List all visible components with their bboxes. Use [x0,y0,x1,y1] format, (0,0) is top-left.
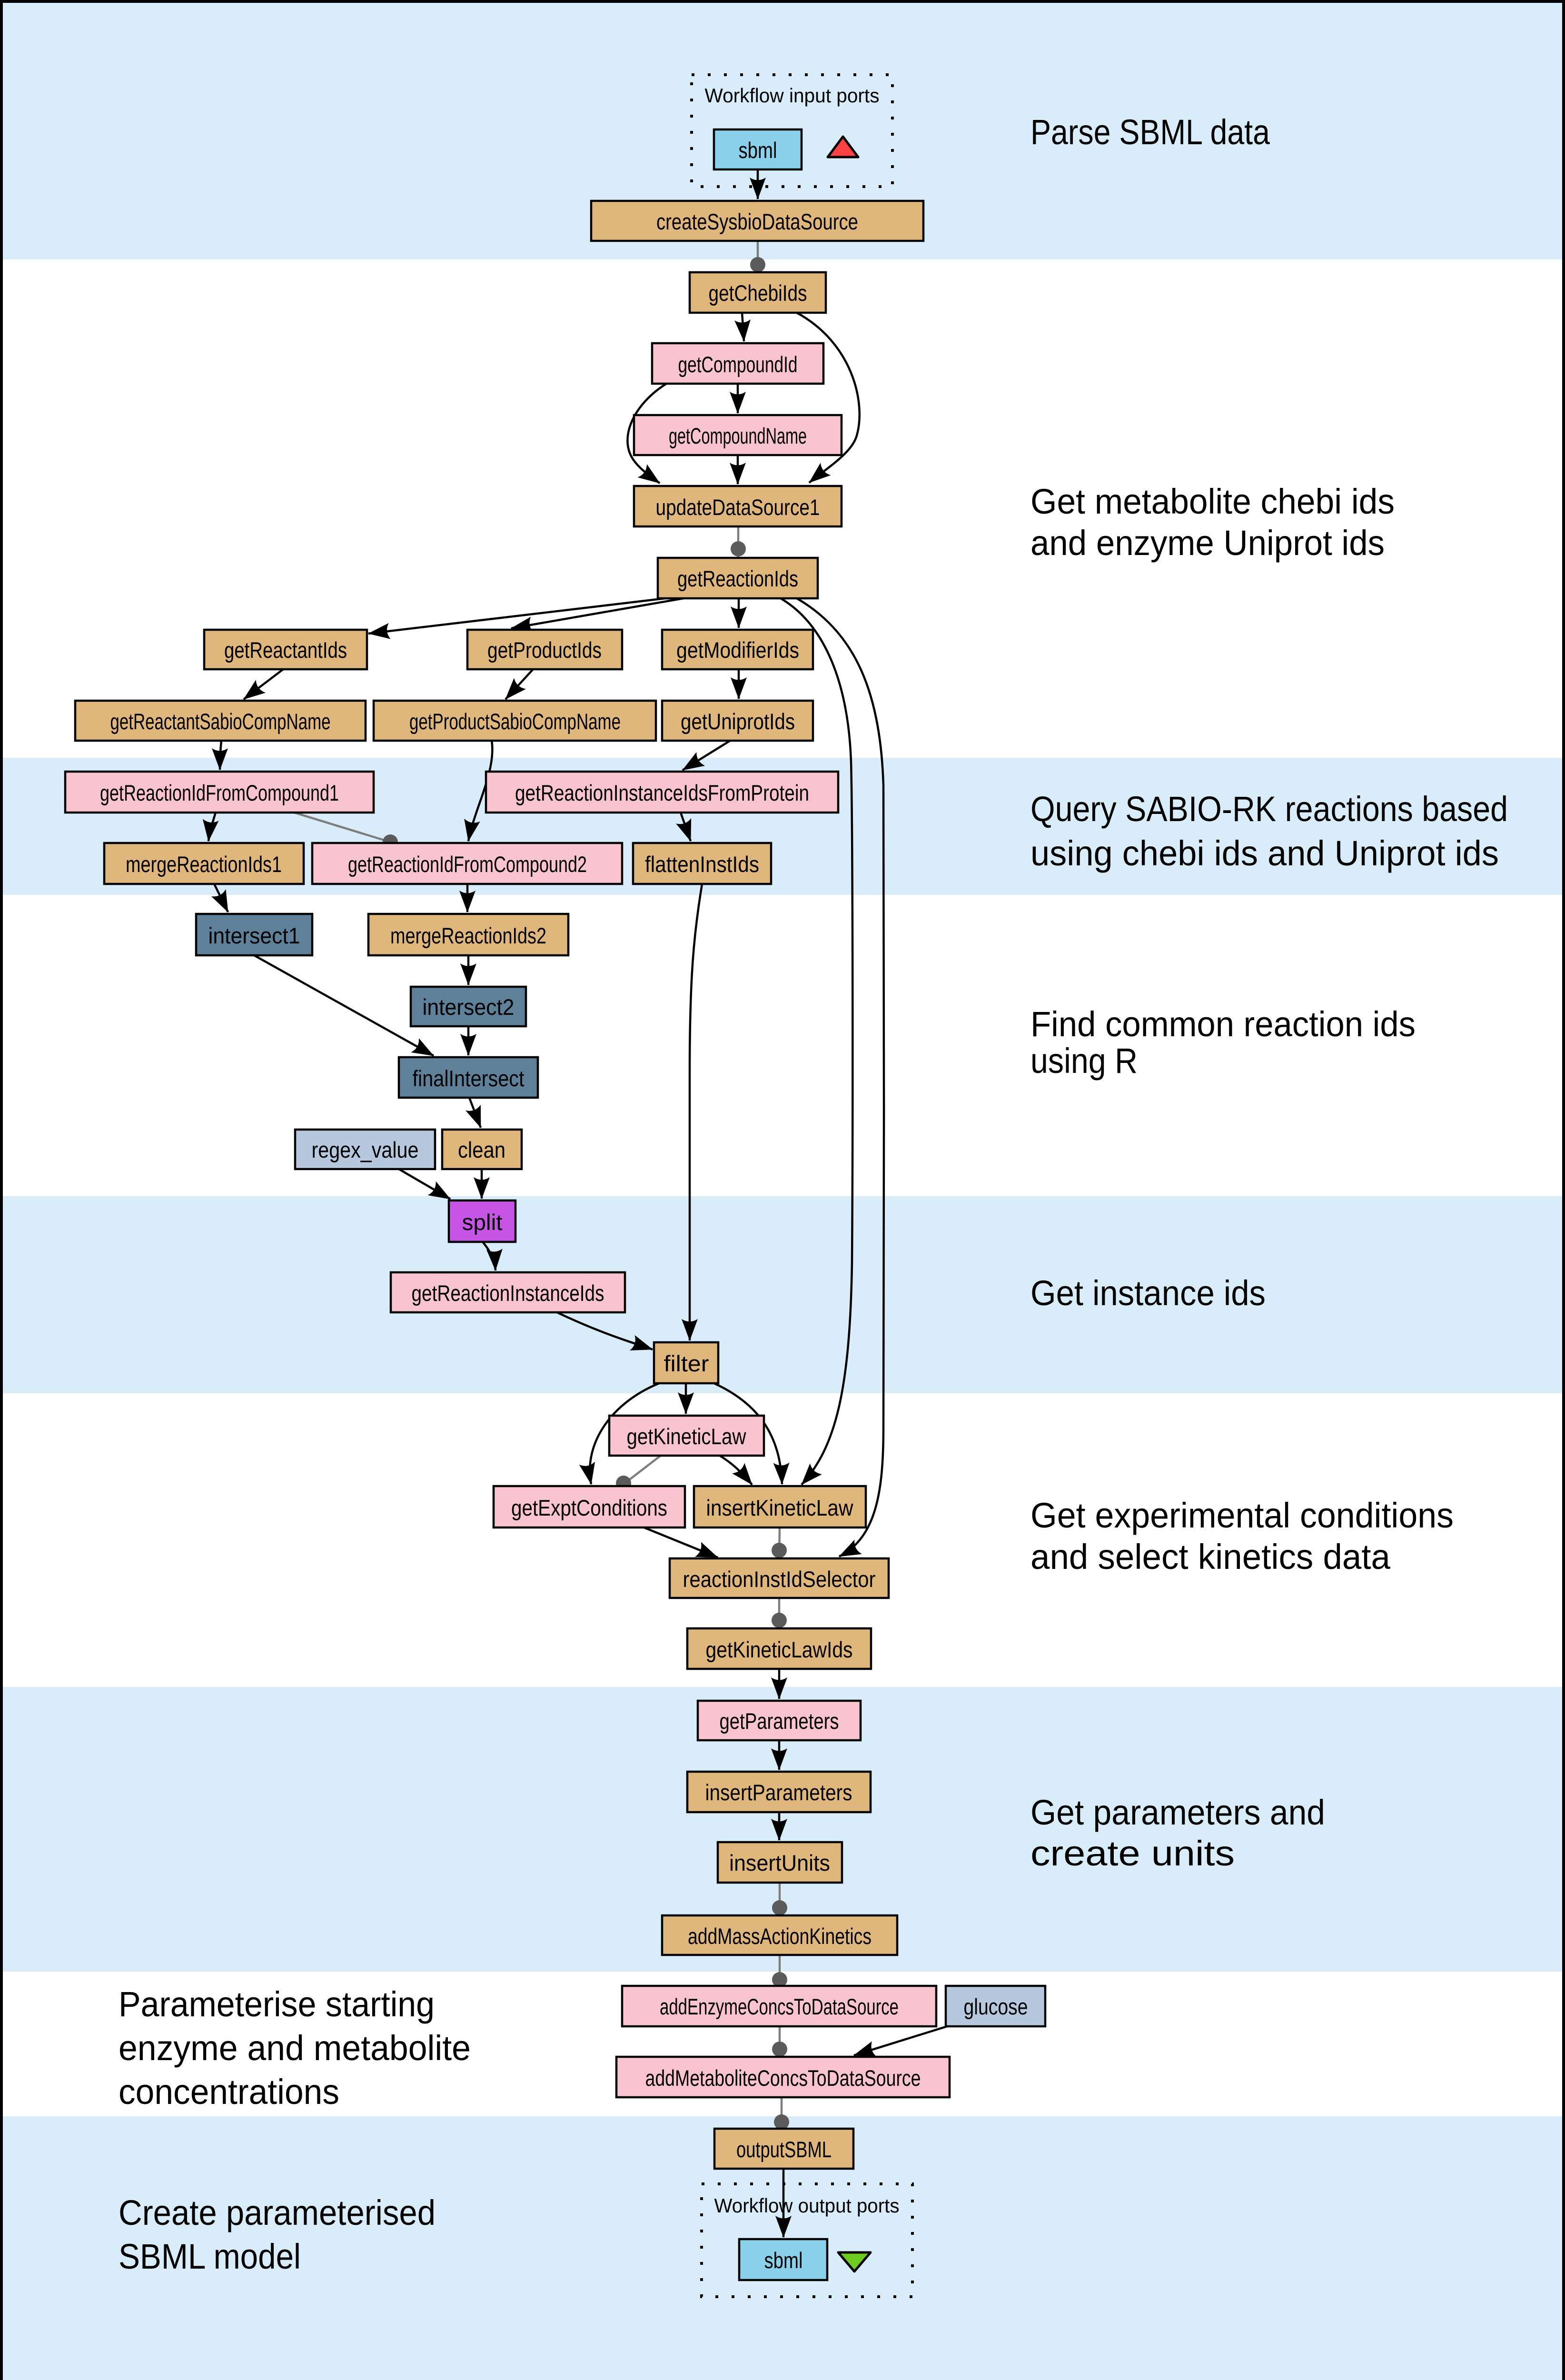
svg-text:mergeReactionIds2: mergeReactionIds2 [390,923,546,948]
svg-text:getReactionIdFromCompound2: getReactionIdFromCompound2 [348,852,587,877]
svg-text:and select kinetics data: and select kinetics data [1030,1537,1391,1577]
svg-text:Find common reaction ids: Find common reaction ids [1030,1004,1416,1044]
svg-text:split: split [462,1210,503,1235]
svg-text:Get parameters and: Get parameters and [1030,1793,1325,1832]
svg-text:filter: filter [664,1351,709,1376]
svg-text:getKineticLawIds: getKineticLawIds [706,1637,853,1662]
svg-text:using R: using R [1030,1041,1138,1081]
svg-text:sbml: sbml [739,138,777,163]
svg-text:Get experimental conditions: Get experimental conditions [1030,1496,1454,1535]
svg-text:Parameterise starting: Parameterise starting [119,1984,435,2024]
svg-text:outputSBML: outputSBML [736,2137,832,2162]
svg-text:intersect1: intersect1 [208,923,300,948]
svg-text:getExptConditions: getExptConditions [511,1495,667,1520]
svg-text:getReactionInstanceIds: getReactionInstanceIds [412,1280,604,1306]
svg-text:mergeReactionIds1: mergeReactionIds1 [126,852,282,877]
svg-text:createSysbioDataSource: createSysbioDataSource [656,209,858,234]
svg-text:addEnzymeConcsToDataSource: addEnzymeConcsToDataSource [660,1994,899,2019]
svg-text:finalIntersect: finalIntersect [413,1066,525,1091]
svg-text:getProductIds: getProductIds [487,637,602,663]
svg-text:insertKineticLaw: insertKineticLaw [706,1495,854,1520]
svg-text:getKineticLaw: getKineticLaw [627,1424,747,1449]
svg-text:getProductSabioCompName: getProductSabioCompName [409,709,621,734]
svg-text:Parse SBML data: Parse SBML data [1030,112,1270,152]
svg-text:getChebiIds: getChebiIds [709,280,807,306]
svg-text:getUniprotIds: getUniprotIds [681,709,795,734]
svg-text:getModifierIds: getModifierIds [676,637,799,663]
svg-text:Get instance ids: Get instance ids [1030,1273,1266,1313]
svg-text:addMassActionKinetics: addMassActionKinetics [688,1924,872,1949]
svg-text:getReactionInstanceIdsFromProt: getReactionInstanceIdsFromProtein [515,780,809,805]
svg-text:Query SABIO-RK reactions based: Query SABIO-RK reactions based [1030,789,1508,829]
svg-text:Workflow output ports: Workflow output ports [714,2194,900,2217]
svg-text:SBML model: SBML model [119,2237,301,2276]
svg-text:Workflow input ports: Workflow input ports [705,84,880,107]
svg-text:getReactantIds: getReactantIds [224,637,347,663]
svg-text:using chebi ids and Uniprot id: using chebi ids and Uniprot ids [1030,833,1499,873]
svg-text:regex_value: regex_value [312,1137,419,1162]
svg-text:flattenInstIds: flattenInstIds [645,852,759,877]
svg-text:and enzyme Uniprot ids: and enzyme Uniprot ids [1030,523,1385,563]
svg-text:reactionInstIdSelector: reactionInstIdSelector [683,1567,876,1592]
svg-text:addMetaboliteConcsToDataSource: addMetaboliteConcsToDataSource [645,2065,921,2091]
svg-text:getParameters: getParameters [720,1708,839,1734]
svg-text:Create parameterised: Create parameterised [119,2193,436,2232]
svg-text:concentrations: concentrations [119,2072,339,2112]
svg-text:getReactionIds: getReactionIds [677,566,798,591]
svg-text:getCompoundName: getCompoundName [669,423,807,448]
svg-text:updateDataSource1: updateDataSource1 [656,495,820,520]
svg-text:getCompoundId: getCompoundId [678,352,798,377]
svg-text:getReactantSabioCompName: getReactantSabioCompName [110,709,331,734]
svg-text:intersect2: intersect2 [423,994,515,1020]
svg-text:create units: create units [1030,1834,1235,1873]
svg-text:enzyme and metabolite: enzyme and metabolite [119,2028,471,2068]
svg-text:getReactionIdFromCompound1: getReactionIdFromCompound1 [100,780,339,805]
svg-text:clean: clean [458,1137,505,1162]
svg-text:glucose: glucose [964,1994,1028,2019]
svg-text:Get metabolite chebi ids: Get metabolite chebi ids [1030,482,1395,521]
svg-text:insertParameters: insertParameters [705,1780,852,1805]
svg-text:insertUnits: insertUnits [729,1850,830,1875]
svg-text:sbml: sbml [764,2248,803,2273]
